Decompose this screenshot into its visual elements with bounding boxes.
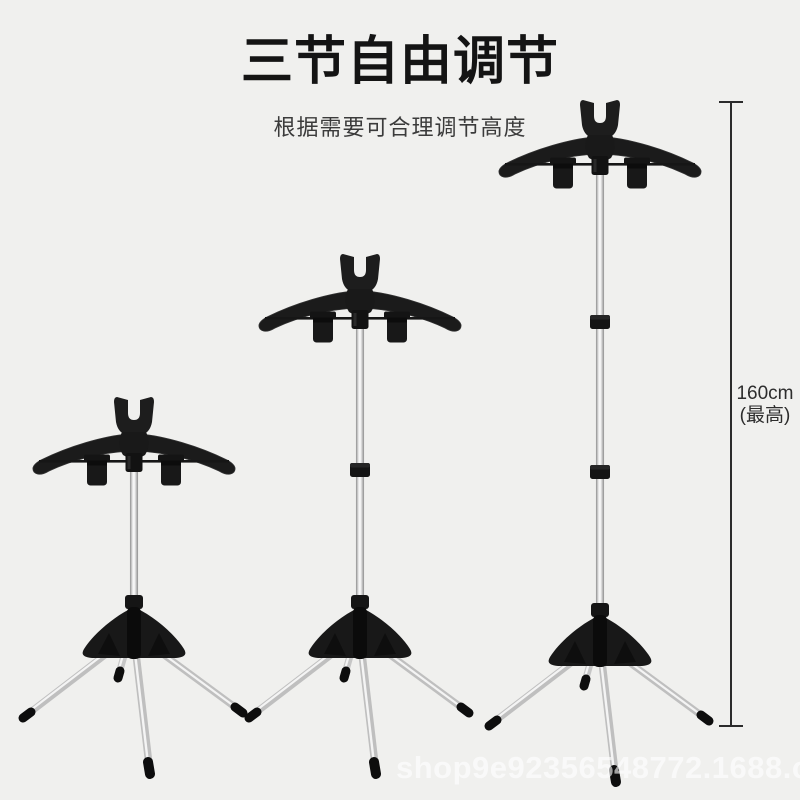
measure-value: 160cm (736, 383, 794, 404)
watermark-text: shop9e92356548772.1688.com (396, 750, 800, 785)
steamer-stand-tall (480, 99, 720, 794)
tripod-base (249, 595, 469, 774)
pole-clamp (590, 315, 610, 329)
measure-line-bottom-cap (719, 725, 743, 727)
telescopic-pole (129, 455, 139, 614)
pole-clamp (590, 465, 610, 479)
pole-clamp (350, 463, 370, 477)
measure-label: 160cm (最高) (729, 383, 800, 427)
tripod-base (23, 595, 243, 774)
page-title: 三节自由调节 (240, 33, 559, 91)
steamer-stand-medium (240, 253, 480, 786)
telescopic-pole (595, 158, 605, 622)
page-subtitle: 根据需要可合理调节高度 (273, 115, 527, 140)
measure-line (730, 102, 732, 726)
steamer-stand-short (14, 396, 254, 786)
measure-note: (最高) (739, 405, 791, 426)
